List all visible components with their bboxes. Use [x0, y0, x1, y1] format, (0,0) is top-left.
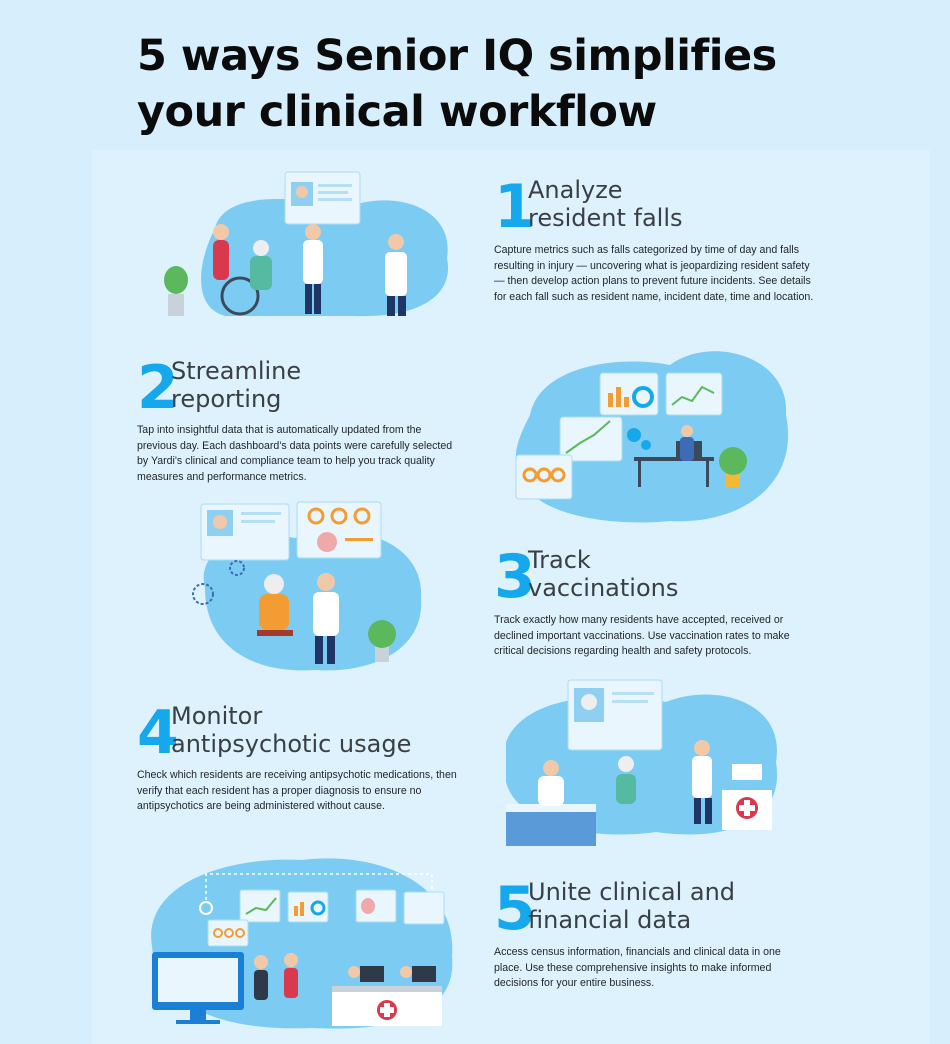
section-heading: Unite clinical and financial data — [528, 878, 735, 934]
section-body: Check which residents are receiving anti… — [137, 769, 457, 812]
section-body: Track exactly how many residents have ac… — [494, 614, 790, 657]
section-heading-line2: reporting — [171, 385, 282, 413]
unite-data-illustration — [142, 846, 462, 1032]
section-analyze-falls: 1 Analyze resident falls Capture metrics… — [494, 176, 834, 326]
section-number: 1 — [494, 172, 536, 242]
section-track-vaccinations: 3 Track vaccinations Track exactly how m… — [494, 546, 824, 666]
section-unite-data: 5 Unite clinical and financial data Acce… — [494, 878, 834, 998]
section-number: 4 — [137, 698, 179, 768]
section-number: 2 — [137, 353, 179, 423]
section-body: Capture metrics such as falls categorize… — [494, 244, 814, 303]
section-number: 3 — [494, 542, 536, 612]
section-streamline-reporting: 2 Streamline reporting Tap into insightf… — [137, 357, 467, 497]
section-heading: Monitor antipsychotic usage — [171, 702, 411, 758]
section-heading-line2: resident falls — [528, 204, 683, 232]
section-monitor-antipsychotic: 4 Monitor antipsychotic usage Check whic… — [137, 702, 477, 822]
vaccinations-illustration — [185, 498, 425, 674]
page-title: 5 ways Senior IQ simplifies your clinica… — [137, 31, 777, 137]
section-heading-line1: Monitor — [171, 702, 263, 730]
section-body: Tap into insightful data that is automat… — [137, 424, 453, 483]
antipsychotic-illustration — [496, 672, 782, 848]
section-heading-line1: Analyze — [528, 176, 623, 204]
section-heading: Streamline reporting — [171, 357, 301, 413]
section-heading-line2: antipsychotic usage — [171, 730, 412, 758]
section-number: 5 — [494, 874, 536, 944]
section-heading: Track vaccinations — [528, 546, 678, 602]
reporting-illustration — [510, 335, 790, 527]
section-heading: Analyze resident falls — [528, 176, 683, 232]
falls-illustration — [155, 168, 455, 320]
section-heading-line1: Streamline — [171, 357, 302, 385]
section-heading-line1: Unite clinical and — [528, 878, 736, 906]
section-heading-line2: financial data — [528, 906, 692, 934]
section-heading-line1: Track — [528, 546, 591, 574]
section-body: Access census information, financials an… — [494, 946, 781, 989]
section-heading-line2: vaccinations — [528, 574, 679, 602]
